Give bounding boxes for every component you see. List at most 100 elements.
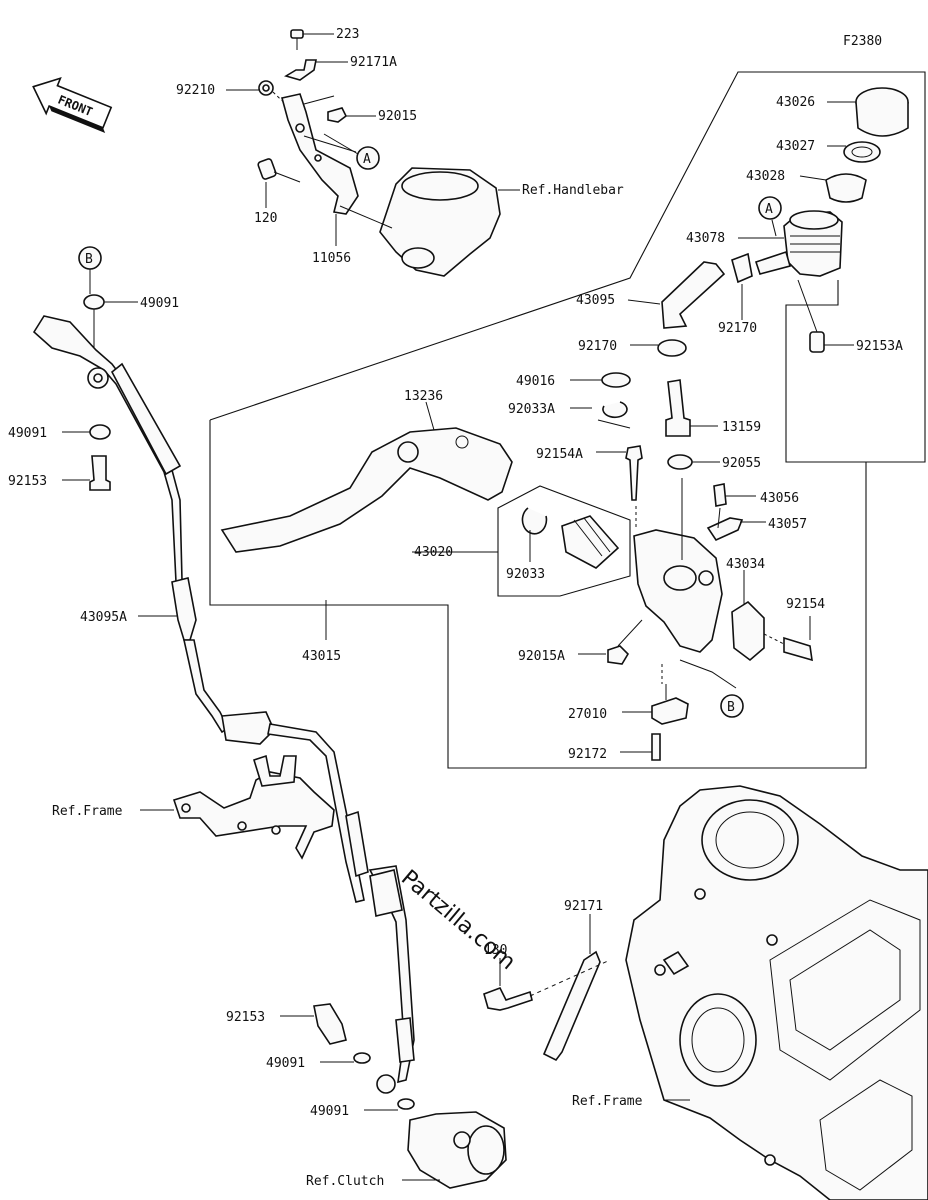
label-43020: 43020 [414,545,453,560]
label-43057: 43057 [768,517,807,532]
bolt-92154A [625,445,643,501]
part-labels: 223 92171A 92210 92015 120 11056 Ref.Han… [8,27,903,1189]
label-92172: 92172 [568,747,607,762]
ref-frame-bottom: Ref.Frame [572,1094,643,1109]
label-92153-lower: 92153 [226,1010,265,1025]
master-cylinder-group [220,401,813,761]
piston-kit-box [497,485,631,597]
label-43095: 43095 [576,293,615,308]
ref-handlebar: Ref.Handlebar [522,183,624,198]
master-cylinder-43015 [633,529,723,653]
label-49091-mid: 49091 [8,426,47,441]
clamp-92171 [542,950,601,1062]
hose-group: B [32,246,507,1189]
label-43078: 43078 [686,231,725,246]
figure-code: F2380 [843,34,882,49]
reservoir-box-outline [209,71,926,463]
bolt-120 [257,158,277,180]
marker-a-top [356,146,380,170]
hose-43095 [661,261,726,329]
ref-frame-left: Ref.Frame [52,804,123,819]
circlip-92033 [521,507,548,535]
screw-223 [290,29,304,39]
marker-a-top-label: A [363,152,371,167]
label-43056: 43056 [760,491,799,506]
label-92015: 92015 [378,109,417,124]
bolt-92153-upper [89,455,111,491]
clamp-92171-group [483,914,611,1062]
washer-49091-lower1 [353,1052,371,1064]
label-27010: 27010 [568,707,607,722]
marker-a-reservoir-label: A [765,202,773,217]
label-92171A: 92171A [350,55,397,70]
label-43027: 43027 [776,139,815,154]
washer-49091-top [83,294,105,310]
front-arrow-icon: FRONT [32,76,113,133]
screw-92172 [651,733,661,761]
plate-43027 [843,141,881,163]
label-92055: 92055 [722,456,761,471]
label-130: 130 [484,943,507,958]
bracket-11056 [281,93,359,215]
label-92170-upper: 92170 [718,321,757,336]
marker-b-top-label: B [85,252,93,267]
label-13159: 13159 [722,420,761,435]
label-43028: 43028 [746,169,785,184]
diaphragm-43028 [825,173,867,203]
label-92154A: 92154A [536,447,583,462]
master-cylinder-box-outline [209,420,867,769]
label-223: 223 [336,27,359,42]
label-49091-top: 49091 [140,296,179,311]
bolt-130 [483,986,533,1011]
marker-b-cylinder-label: B [727,700,735,715]
oring-92055 [667,454,693,470]
label-43015: 43015 [302,649,341,664]
nut-92015A [607,645,630,665]
watermark: Partzilla.com [396,865,520,975]
marker-a-reservoir [758,196,782,220]
label-49091-lower1: 49091 [266,1056,305,1071]
screw-92153A [809,331,825,353]
plate-49016 [601,372,631,388]
label-120: 120 [254,211,277,226]
frame-left [140,754,335,860]
label-11056: 11056 [312,251,351,266]
fitting-13159 [665,379,691,437]
frame-bottom [625,785,928,1200]
reservoir-group [570,87,909,437]
marker-b-cylinder [720,694,744,718]
label-92210: 92210 [176,83,215,98]
cap-43057 [706,517,744,542]
clip-92170-lower [657,339,687,357]
clamp-92171A [284,59,317,81]
piston-assembly [561,515,620,569]
label-92153A: 92153A [856,339,903,354]
bolt-92154 [783,636,813,662]
label-92170-lower: 92170 [578,339,617,354]
label-43034: 43034 [726,557,765,572]
label-43095A: 43095A [80,610,127,625]
bleeder-43056 [713,483,727,507]
nut-92015 [327,107,348,123]
frame-left-part [172,771,335,860]
hose-43095A [171,577,197,641]
label-43026: 43026 [776,95,815,110]
label-92154: 92154 [786,597,825,612]
clamp-43034 [731,600,765,662]
switch-27010 [651,697,689,725]
circlip-92033A [602,401,628,419]
bracket-group [226,29,520,277]
label-13236: 13236 [404,389,443,404]
ref-clutch: Ref.Clutch [306,1174,384,1189]
bolt-92153-lower [313,1003,347,1045]
label-92033: 92033 [506,567,545,582]
label-92033A: 92033A [508,402,555,417]
clip-92170-upper [731,252,753,284]
label-49016: 49016 [516,374,555,389]
washer-49091-mid [89,424,111,440]
label-92153-upper: 92153 [8,474,47,489]
lever-13236 [220,427,513,553]
label-92015A: 92015A [518,649,565,664]
